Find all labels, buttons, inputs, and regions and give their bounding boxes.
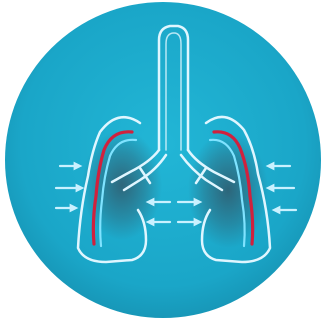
right-lung-congestion xyxy=(188,132,268,248)
